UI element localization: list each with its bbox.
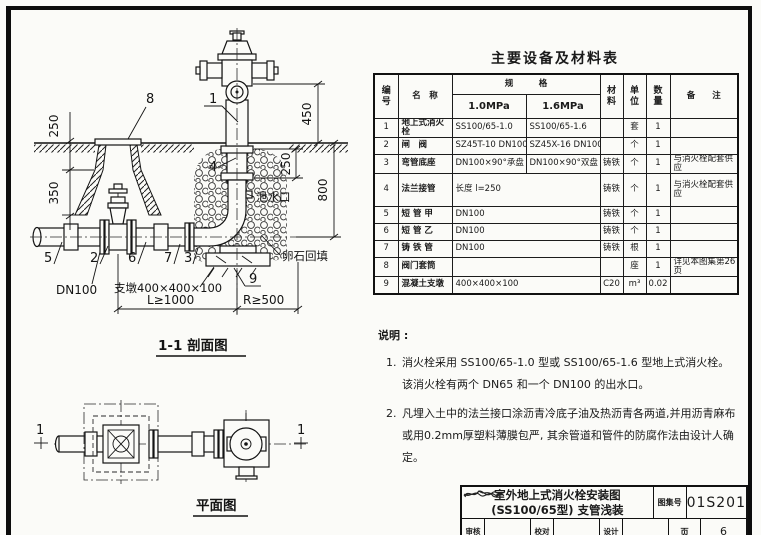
part-label-flange-pipe: 4	[209, 160, 217, 175]
concrete-support	[205, 252, 271, 267]
part-label-short-pipe-b: 6	[128, 251, 136, 266]
plan-view: 1 1	[34, 400, 308, 517]
design-label: 设计	[600, 519, 623, 535]
label-cobble-backfill: 卵石回填	[282, 249, 328, 263]
page-label: 页	[669, 519, 701, 535]
table-row: 8 阀门套筒 座 1 详见本图集第26页	[373, 256, 739, 277]
notes-section: 说明 : 1. 消火栓采用 SS100/65-1.0 型或 SS100/65-1…	[378, 327, 740, 476]
materials-table-title: 主要设备及材料表	[491, 51, 619, 67]
gate-valve	[99, 183, 137, 255]
table-subheader-row: 1.0MPa 1.6MPa	[374, 94, 738, 119]
label-support-size: 支墩400×400×100	[114, 281, 222, 295]
proofread-signature	[463, 492, 600, 535]
materials-table: 编号 名 称 规 格 材料 单位 数量 备 注 1.0MPa 1.6MPa 1 …	[373, 73, 740, 295]
notes-heading: 说明 :	[378, 329, 409, 342]
plan-caption: 平面图	[193, 498, 248, 517]
svg-text:平面图: 平面图	[196, 498, 237, 514]
dim-valve-distance: L≥1000	[147, 293, 194, 307]
col-header-spec-10mpa: 1.0MPa	[451, 94, 527, 119]
title-block: 室外地上式消火栓安装图 (SS100/65型) 支管浅装 图集号 01S201 …	[460, 485, 748, 535]
table-row: 3 弯管底座 DN100×90°承盘 DN100×90°双盘 铸铁 个 1 与消…	[373, 153, 739, 174]
table-row: 2 闸 阀 SZ45T-10 DN100 SZ45X-16 DN100 个 1	[373, 136, 739, 155]
dimensions: 250 350 450 250 800	[47, 80, 341, 314]
part-label-support: 9	[249, 272, 257, 287]
note-item-1: 1. 消火栓采用 SS100/65-1.0 型或 SS100/65-1.6 型地…	[378, 352, 740, 396]
note-number: 1.	[386, 356, 397, 370]
note-number: 2.	[386, 407, 397, 421]
dim-cover: 250	[47, 115, 61, 138]
part-label-gate-valve: 2	[90, 251, 98, 266]
hydrant-plan	[223, 413, 270, 480]
atlas-number-label: 图集号	[654, 487, 687, 518]
fire-hydrant	[195, 30, 279, 147]
col-header-remark: 备 注	[669, 73, 739, 119]
dim-box-depth: 350	[47, 182, 61, 205]
dim-flange-pipe: 250	[279, 153, 293, 176]
section-marker-right: 1	[297, 423, 305, 438]
part-label-elbow-base: 3	[184, 251, 192, 266]
installation-drawing: 250 350 450 250 800	[30, 28, 348, 517]
dim-outlet-height: 450	[300, 103, 314, 126]
col-header-qty: 数量	[645, 73, 671, 119]
col-header-spec: 规 格	[451, 73, 601, 95]
table-row: 1 地上式消火栓 SS100/65-1.0 SS100/65-1.6 套 1	[373, 118, 739, 138]
table-row: 6 短 管 乙 DN100 铸铁 个 1	[373, 222, 739, 241]
drawing-title: 室外地上式消火栓安装图 (SS100/65型) 支管浅装	[462, 487, 654, 518]
col-header-unit: 单位	[622, 73, 647, 119]
text-annotations: 泄水口 卵石回填 DN100 支墩400×400×100	[56, 190, 328, 297]
soil-strokes	[207, 267, 257, 278]
hydrant-side-outlet-right	[251, 62, 269, 79]
table-header-row: 编号 名 称 规 格 材料 单位 数量 备 注	[373, 73, 739, 119]
drawing-title-line1: 室外地上式消火栓安装图	[494, 488, 621, 503]
review-signature	[463, 490, 531, 535]
page-number: 6	[720, 525, 727, 535]
dim-bury-depth: 800	[316, 179, 330, 202]
part-label-valve-sleeve: 8	[146, 92, 154, 107]
label-drain-outlet: 泄水口	[256, 190, 291, 204]
part-label-short-pipe-a: 5	[44, 251, 52, 266]
section-caption: 1-1 剖面图	[156, 337, 246, 357]
col-header-name: 名 称	[397, 73, 453, 119]
dim-backfill-radius: R≥500	[243, 293, 284, 307]
part-label-cast-iron-pipe: 7	[164, 251, 172, 266]
valve-box-plan	[83, 403, 159, 481]
note-text: 凡埋入土中的法兰接口涂沥青冷底子油及热沥青各两道,并用沥青麻布或用0.2mm厚塑…	[402, 407, 736, 465]
table-row: 7 铸 铁 管 DN100 铸铁 根 1	[373, 239, 739, 258]
part-labels: 8 1 4 5 2 6 7 3 9	[44, 92, 261, 287]
atlas-number: 01S201	[686, 494, 746, 511]
col-header-no: 编号	[373, 73, 399, 119]
col-header-material: 材料	[599, 73, 624, 119]
drawing-title-line2: (SS100/65型) 支管浅装	[491, 502, 624, 517]
part-label-hydrant: 1	[209, 92, 217, 107]
proofread-label: 校对	[531, 519, 554, 535]
label-dn100: DN100	[56, 283, 97, 297]
table-row: 4 法兰接管 长度 l=250 铸铁 个 1 与消火栓配套供应	[373, 172, 739, 207]
svg-text:1-1 剖面图: 1-1 剖面图	[158, 337, 228, 354]
hydrant-side-outlet-left	[205, 62, 223, 79]
table-row: 5 短 管 甲 DN100 铸铁 个 1	[373, 205, 739, 224]
section-marker-left: 1	[36, 423, 44, 438]
note-item-2: 2. 凡埋入土中的法兰接口涂沥青冷底子油及热沥青各两道,并用沥青麻布或用0.2m…	[378, 403, 740, 469]
col-header-spec-16mpa: 1.6MPa	[525, 94, 601, 119]
ground-line	[34, 142, 348, 153]
review-label: 审核	[462, 519, 485, 535]
table-row: 9 混凝土支墩 400×400×100 C20 m³ 0.02	[373, 275, 739, 295]
valve-sleeve-box	[74, 138, 162, 216]
note-text: 消火栓采用 SS100/65-1.0 型或 SS100/65-1.6 型地上式消…	[402, 356, 730, 392]
design-signature	[464, 490, 669, 535]
